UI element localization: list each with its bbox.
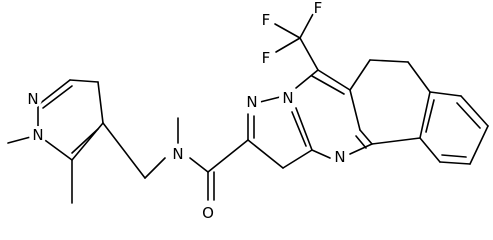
bond	[274, 23, 301, 39]
bond	[369, 59, 409, 63]
bond	[37, 79, 71, 106]
bond	[295, 107, 313, 151]
bond	[469, 125, 489, 165]
bond	[291, 111, 307, 147]
bond	[371, 137, 421, 145]
bond	[349, 143, 373, 155]
atom-n-core-2: N	[282, 89, 293, 107]
bond	[259, 96, 281, 103]
chemical-structure-canvas: N N N O N N N F F F	[7, 0, 489, 222]
bond	[349, 59, 371, 91]
atom-labels: N N N O N N N F F F	[24, 0, 349, 222]
bond	[207, 139, 249, 173]
atom-n-core-3: N	[334, 148, 345, 166]
bond	[189, 157, 209, 173]
bond	[456, 102, 481, 129]
bond	[441, 154, 467, 158]
bond	[247, 139, 284, 169]
atom-n-core-1: N	[246, 93, 257, 111]
bond	[275, 37, 301, 53]
bond	[299, 37, 319, 71]
bond	[311, 149, 331, 159]
bond	[349, 89, 361, 131]
atom-f-1: F	[262, 11, 271, 29]
atom-n-pyrazole-2: N	[27, 90, 38, 108]
atom-f-3: F	[262, 49, 271, 67]
bond	[71, 128, 99, 154]
bonds	[7, 13, 489, 204]
bond	[425, 99, 435, 133]
bond	[407, 61, 431, 93]
molecule-diagram: N N N O N N N F F F	[7, 0, 489, 222]
bond	[317, 69, 351, 91]
bond	[311, 75, 345, 95]
bond	[419, 137, 441, 163]
atom-o-carbonyl: O	[202, 204, 214, 222]
bond	[97, 81, 104, 124]
bond	[355, 135, 367, 149]
bond	[439, 161, 471, 165]
bond	[419, 91, 431, 139]
atom-n-pyrazole-1: N	[32, 126, 43, 144]
bond	[460, 95, 489, 127]
bond	[282, 149, 313, 169]
bond	[102, 122, 146, 179]
bond	[359, 129, 373, 145]
bond	[42, 85, 73, 109]
atom-n-amide: N	[172, 145, 183, 163]
atom-f-2: F	[314, 0, 323, 17]
bond	[295, 69, 319, 89]
bond	[144, 157, 166, 179]
bond	[69, 79, 99, 83]
bond	[299, 13, 314, 39]
bond	[429, 91, 462, 97]
